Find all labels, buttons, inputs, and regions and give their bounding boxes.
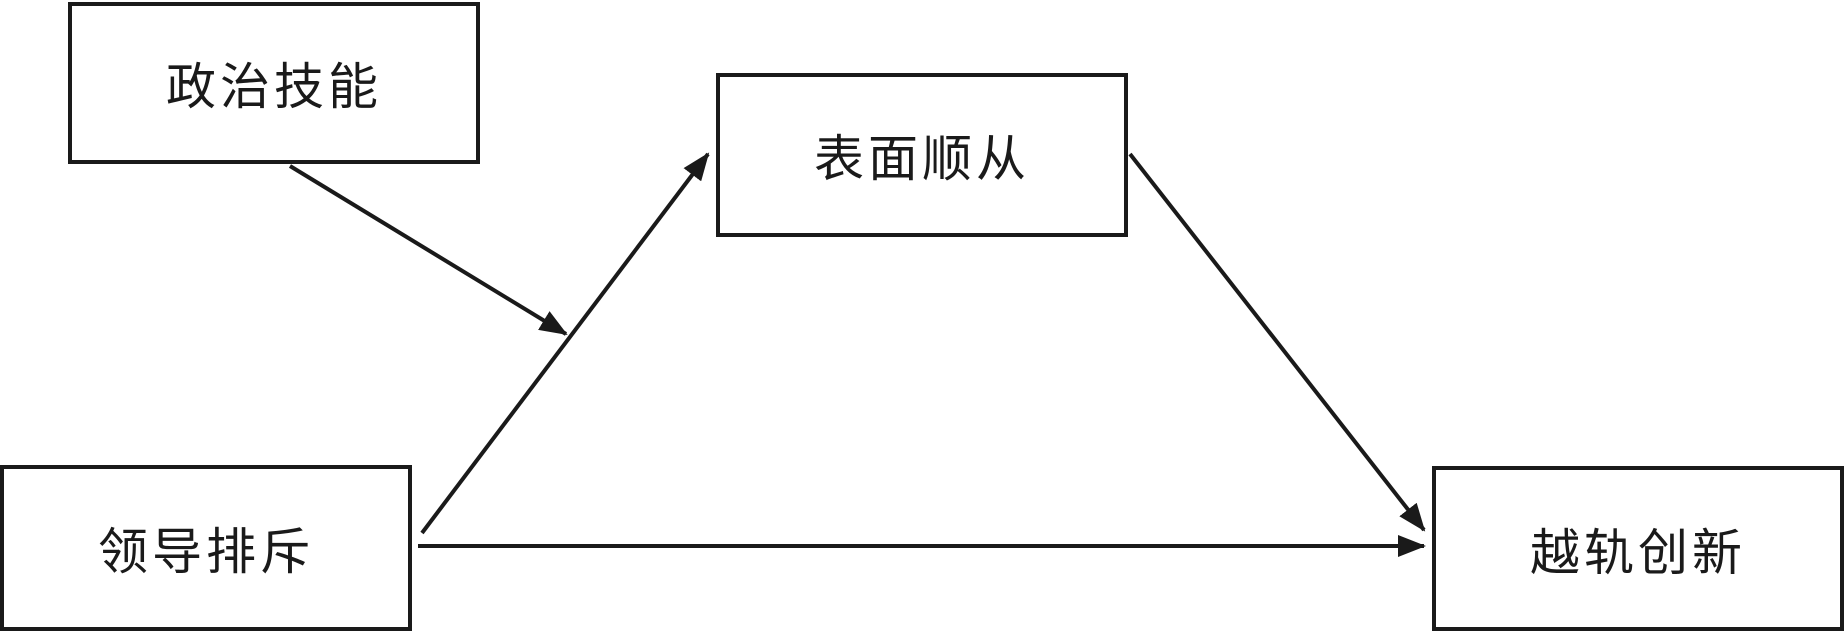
surface-compliance-label: 表面顺从 bbox=[814, 130, 1030, 188]
political-skill-node: 政治技能 bbox=[68, 2, 480, 164]
leader-ostracism-label: 领导排斥 bbox=[98, 523, 314, 581]
arrow-surface-compliance-to-deviant-innovation bbox=[1128, 152, 1426, 532]
surface-compliance-node: 表面顺从 bbox=[716, 73, 1128, 237]
deviant-innovation-node: 越轨创新 bbox=[1432, 466, 1844, 631]
arrow-political-skill-moderation bbox=[288, 164, 568, 336]
leader-ostracism-node: 领导排斥 bbox=[0, 465, 412, 631]
arrow-ostracism-to-surface-compliance bbox=[420, 152, 710, 535]
political-skill-label: 政治技能 bbox=[166, 58, 382, 116]
deviant-innovation-label: 越轨创新 bbox=[1530, 523, 1746, 582]
